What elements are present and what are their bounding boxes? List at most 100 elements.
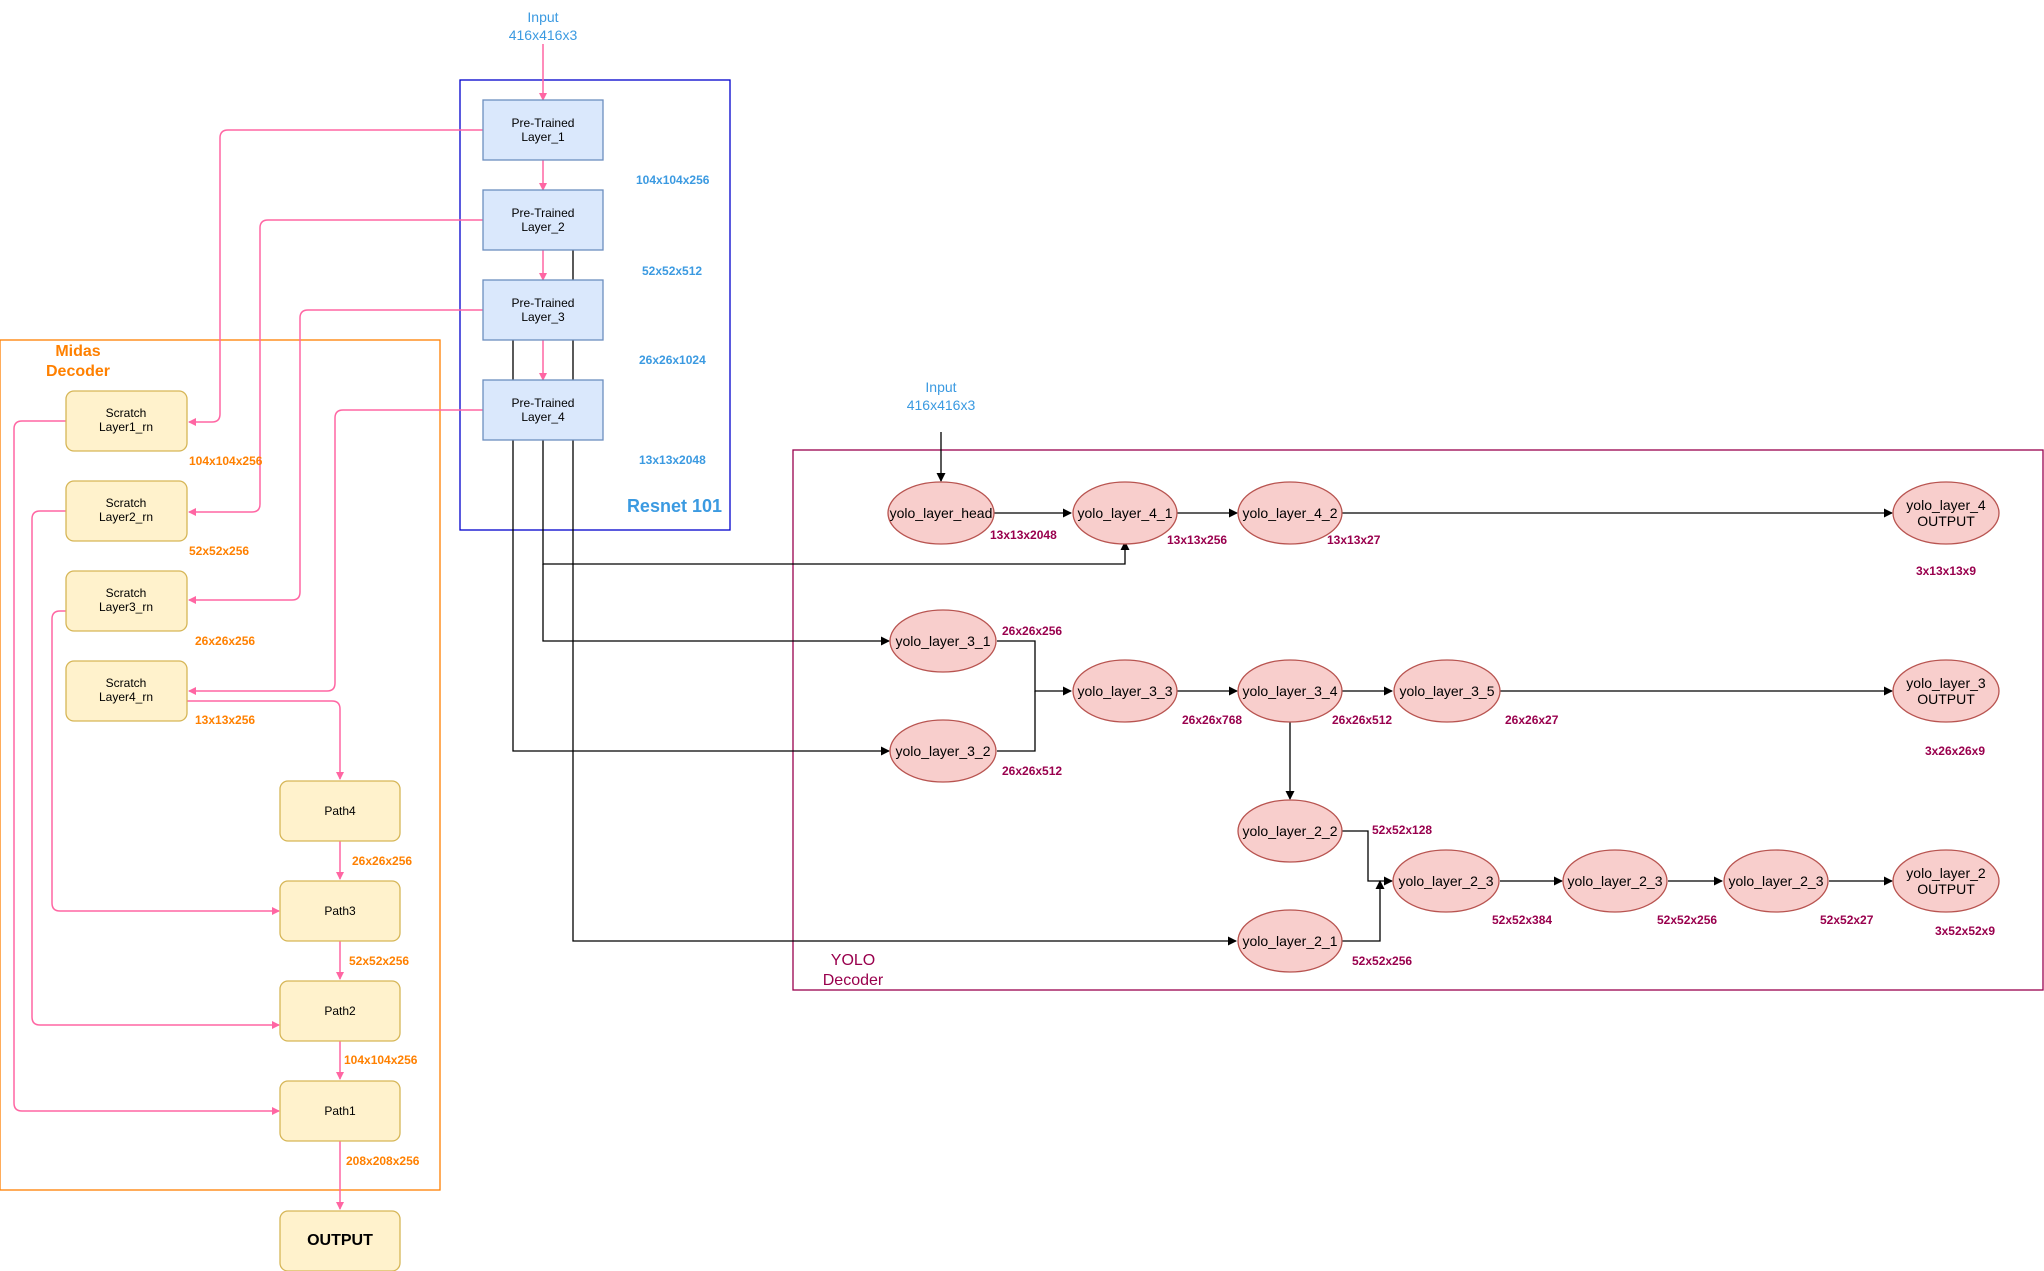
scratch-dim-4: 13x13x256: [195, 713, 255, 727]
resnet-layer-2-line1: Pre-Trained: [512, 206, 575, 220]
yolo-layer-4-output: yolo_layer_4 OUTPUT: [1892, 481, 2000, 545]
scratch-layer-4-line1: Scratch: [106, 676, 147, 690]
yolo-layer-2-3a: yolo_layer_2_3: [1392, 849, 1500, 913]
path-dim-3: 52x52x256: [349, 954, 409, 968]
yolo-dim-4-2: 13x13x27: [1327, 533, 1381, 547]
scratch-layer-3: Scratch Layer3_rn: [65, 570, 188, 632]
yolo-layer-3-1-label: yolo_layer_3_1: [896, 633, 991, 649]
yolo-dim-3-5: 26x26x27: [1505, 713, 1559, 727]
yolo-dim-4-1: 13x13x256: [1167, 533, 1227, 547]
yolo-layer-2-3c-label: yolo_layer_2_3: [1729, 873, 1824, 889]
yolo-title-line1: YOLO: [831, 952, 875, 969]
path-1: Path1: [279, 1080, 401, 1142]
scratch-layer-2-line2: Layer2_rn: [99, 510, 153, 524]
scratch-layer-3-line1: Scratch: [106, 586, 147, 600]
resnet-group-frame: [459, 79, 731, 531]
yolo-layer-2-1: yolo_layer_2_1: [1237, 909, 1343, 973]
yolo-connections: [512, 250, 1893, 946]
yolo-layer-3-2: yolo_layer_3_2: [889, 719, 997, 783]
scratch-layer-2: Scratch Layer2_rn: [65, 480, 188, 542]
yolo-dim-2-3c: 52x52x27: [1820, 913, 1874, 927]
path-dim-1: 208x208x256: [346, 1154, 420, 1168]
path-3-label: Path3: [324, 904, 356, 918]
scratch-layer-1: Scratch Layer1_rn: [65, 390, 188, 452]
resnet-layer-4: Pre-Trained Layer_4: [482, 379, 604, 441]
resnet-title: Resnet 101: [627, 496, 722, 516]
scratch-dim-1: 104x104x256: [189, 454, 263, 468]
yolo-layer-2-2-label: yolo_layer_2_2: [1243, 823, 1338, 839]
yolo-dim-3-4: 26x26x512: [1332, 713, 1392, 727]
yolo-layer-2-output-line2: OUTPUT: [1917, 881, 1975, 897]
yolo-layer-2-1-label: yolo_layer_2_1: [1243, 933, 1338, 949]
yolo-layer-3-4-label: yolo_layer_3_4: [1243, 683, 1338, 699]
yolo-layer-3-output-line1: yolo_layer_3: [1906, 675, 1986, 691]
yolo-layer-3-2-label: yolo_layer_3_2: [896, 743, 991, 759]
scratch-layer-2-line1: Scratch: [106, 496, 147, 510]
resnet-input-label: Input 416x416x3: [509, 9, 578, 43]
yolo-layer-2-3b: yolo_layer_2_3: [1562, 849, 1668, 913]
yolo-dim-3-2: 26x26x512: [1002, 764, 1062, 778]
resnet-layer-4-line2: Layer_4: [521, 410, 565, 424]
resnet-layer-1: Pre-Trained Layer_1: [482, 99, 604, 161]
yolo-dim-2-3b: 52x52x256: [1657, 913, 1717, 927]
yolo-layer-3-output: yolo_layer_3 OUTPUT: [1892, 659, 2000, 723]
yolo-layer-2-output: yolo_layer_2 OUTPUT: [1892, 849, 2000, 913]
yolo-layer-4-1-label: yolo_layer_4_1: [1078, 505, 1173, 521]
yolo-layer-3-1: yolo_layer_3_1: [889, 609, 997, 673]
yolo-layer-3-4: yolo_layer_3_4: [1237, 659, 1343, 723]
midas-connections: [13, 44, 547, 1210]
resnet-layer-2-line2: Layer_2: [521, 220, 565, 234]
path-4-label: Path4: [324, 804, 356, 818]
path-dim-2: 104x104x256: [344, 1053, 418, 1067]
yolo-layer-4-1: yolo_layer_4_1: [1072, 481, 1178, 545]
path-4: Path4: [279, 780, 401, 842]
yolo-title-line2: Decoder: [823, 972, 884, 989]
resnet-dim-1: 104x104x256: [636, 173, 710, 187]
midas-output: OUTPUT: [279, 1210, 401, 1271]
yolo-group-frame: [792, 449, 2044, 991]
yolo-layer-3-5-label: yolo_layer_3_5: [1400, 683, 1495, 699]
scratch-layer-4-line2: Layer4_rn: [99, 690, 153, 704]
resnet-input-line2: 416x416x3: [509, 27, 578, 43]
yolo-dim-2-out: 3x52x52x9: [1935, 924, 1995, 938]
yolo-layer-3-3-label: yolo_layer_3_3: [1078, 683, 1173, 699]
resnet-layer-4-line1: Pre-Trained: [512, 396, 575, 410]
path-2: Path2: [279, 980, 401, 1042]
yolo-layer-2-output-line1: yolo_layer_2: [1906, 865, 1986, 881]
yolo-layer-4-2: yolo_layer_4_2: [1237, 481, 1343, 545]
scratch-layer-1-line2: Layer1_rn: [99, 420, 153, 434]
yolo-dim-3-out: 3x26x26x9: [1925, 744, 1985, 758]
yolo-input-line2: 416x416x3: [907, 397, 976, 413]
midas-title-line1: Midas: [55, 343, 100, 360]
resnet-layer-3-line2: Layer_3: [521, 310, 565, 324]
yolo-layer-2-2: yolo_layer_2_2: [1237, 799, 1343, 863]
yolo-layer-2-3c: yolo_layer_2_3: [1723, 849, 1829, 913]
scratch-layer-3-line2: Layer3_rn: [99, 600, 153, 614]
yolo-dim-2-3a: 52x52x384: [1492, 913, 1552, 927]
path-dim-4: 26x26x256: [352, 854, 412, 868]
yolo-input-line1: Input: [925, 379, 956, 395]
resnet-input-line1: Input: [527, 9, 558, 25]
yolo-dim-head: 13x13x2048: [990, 528, 1057, 542]
yolo-layer-4-output-line2: OUTPUT: [1917, 513, 1975, 529]
path-2-label: Path2: [324, 1004, 356, 1018]
yolo-layer-2-3b-label: yolo_layer_2_3: [1568, 873, 1663, 889]
scratch-dim-2: 52x52x256: [189, 544, 249, 558]
yolo-layer-3-3: yolo_layer_3_3: [1072, 659, 1178, 723]
midas-title-line2: Decoder: [46, 363, 110, 380]
yolo-layer-head: yolo_layer_head: [887, 481, 995, 545]
yolo-layer-2-3a-label: yolo_layer_2_3: [1399, 873, 1494, 889]
yolo-layer-3-5: yolo_layer_3_5: [1393, 659, 1501, 723]
yolo-dim-2-1: 52x52x256: [1352, 954, 1412, 968]
yolo-dim-4-out: 3x13x13x9: [1916, 564, 1976, 578]
yolo-layer-3-output-line2: OUTPUT: [1917, 691, 1975, 707]
path-3: Path3: [279, 880, 401, 942]
resnet-dim-3: 26x26x1024: [639, 353, 706, 367]
yolo-layer-4-2-label: yolo_layer_4_2: [1243, 505, 1338, 521]
resnet-dim-2: 52x52x512: [642, 264, 702, 278]
resnet-layer-1-line1: Pre-Trained: [512, 116, 575, 130]
midas-output-label: OUTPUT: [307, 1232, 373, 1249]
resnet-layer-1-line2: Layer_1: [521, 130, 565, 144]
path-1-label: Path1: [324, 1104, 356, 1118]
